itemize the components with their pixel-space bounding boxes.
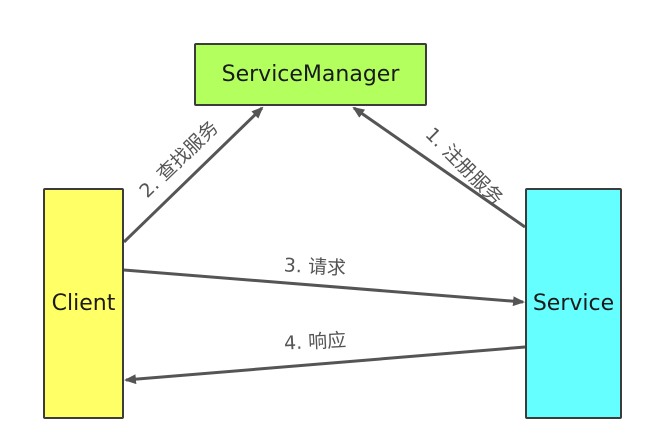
- edge-request-arrow: [123, 268, 525, 307]
- edge-find-arrow: [122, 106, 264, 244]
- node-client: Client: [43, 188, 124, 419]
- node-service: Service: [525, 188, 622, 419]
- edge-label-request: 3. 请求: [283, 254, 347, 280]
- edge-label-response: 4. 响应: [283, 329, 347, 355]
- node-service-manager: ServiceManager: [194, 43, 427, 106]
- edge-response-arrow: [124, 345, 526, 385]
- edge-register-arrow: [352, 106, 526, 229]
